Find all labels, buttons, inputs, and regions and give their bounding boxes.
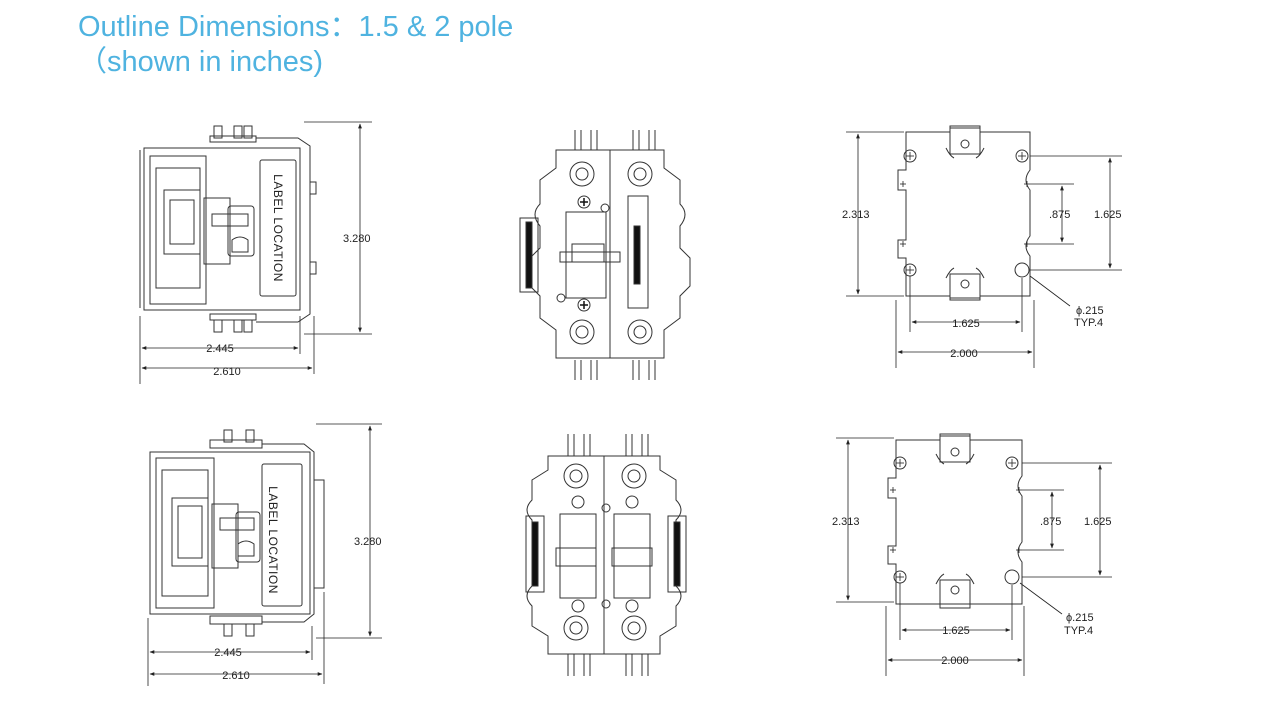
dim-height-row1: 3.280	[343, 233, 371, 245]
dim-width-inner-row1: 2.445	[206, 343, 234, 355]
dim-hole-qty-row2: TYP.4	[1064, 625, 1093, 637]
dim-width-outer-row2: 2.610	[222, 670, 250, 682]
dim-hole-qty-row1: TYP.4	[1074, 317, 1103, 329]
front-view-row1-marks	[580, 198, 588, 309]
side-view-row1	[139, 125, 317, 333]
title-line-1: Outline Dimensions：1.5 & 2 pole	[78, 11, 514, 43]
dim-mount-height-row2: 2.313	[832, 516, 860, 528]
front-view-row2	[525, 434, 687, 676]
dim-mount-height-row1: 2.313	[842, 209, 870, 221]
mount-view-row2	[887, 433, 1023, 609]
mount-dims-row1	[846, 131, 1122, 368]
label-location-text-row1: LABEL LOCATION	[271, 174, 285, 282]
dim-hole-spacing-h-row2: 1.625	[942, 625, 970, 637]
dim-hole-dia-row2: ϕ.215	[1066, 612, 1094, 624]
dim-hole-dia-row1: ϕ.215	[1076, 305, 1104, 317]
title-line-2: （shown in inches)	[78, 46, 323, 78]
front-view-row1	[519, 130, 691, 380]
dim-height-row2: 3.280	[354, 536, 382, 548]
label-location-text-row2: LABEL LOCATION	[266, 486, 280, 594]
dim-hole-spacing-h-row1: 1.625	[952, 318, 980, 330]
dim-slot-spacing-v-row1: 1.625	[1094, 209, 1122, 221]
mount-view-row1	[897, 125, 1031, 301]
dim-hole-spacing-v-row2: .875	[1040, 516, 1061, 528]
dim-width-outer-row1: 2.610	[213, 366, 241, 378]
mount-view-row1-marks	[900, 152, 1030, 274]
dim-hole-spacing-v-row1: .875	[1049, 209, 1070, 221]
dim-mount-width-row2: 2.000	[941, 655, 969, 667]
mount-dims-row2	[836, 437, 1112, 676]
side-view-row2	[149, 429, 325, 637]
side-dims-row1	[139, 121, 372, 384]
side-dims-row2	[147, 423, 382, 686]
dim-width-inner-row2: 2.445	[214, 647, 242, 659]
dim-slot-spacing-v-row2: 1.625	[1084, 516, 1112, 528]
mount-view-row2-marks	[890, 459, 1022, 581]
dim-mount-width-row1: 2.000	[950, 348, 978, 360]
page-title: Outline Dimensions：1.5 & 2 pole （shown i…	[78, 10, 513, 80]
